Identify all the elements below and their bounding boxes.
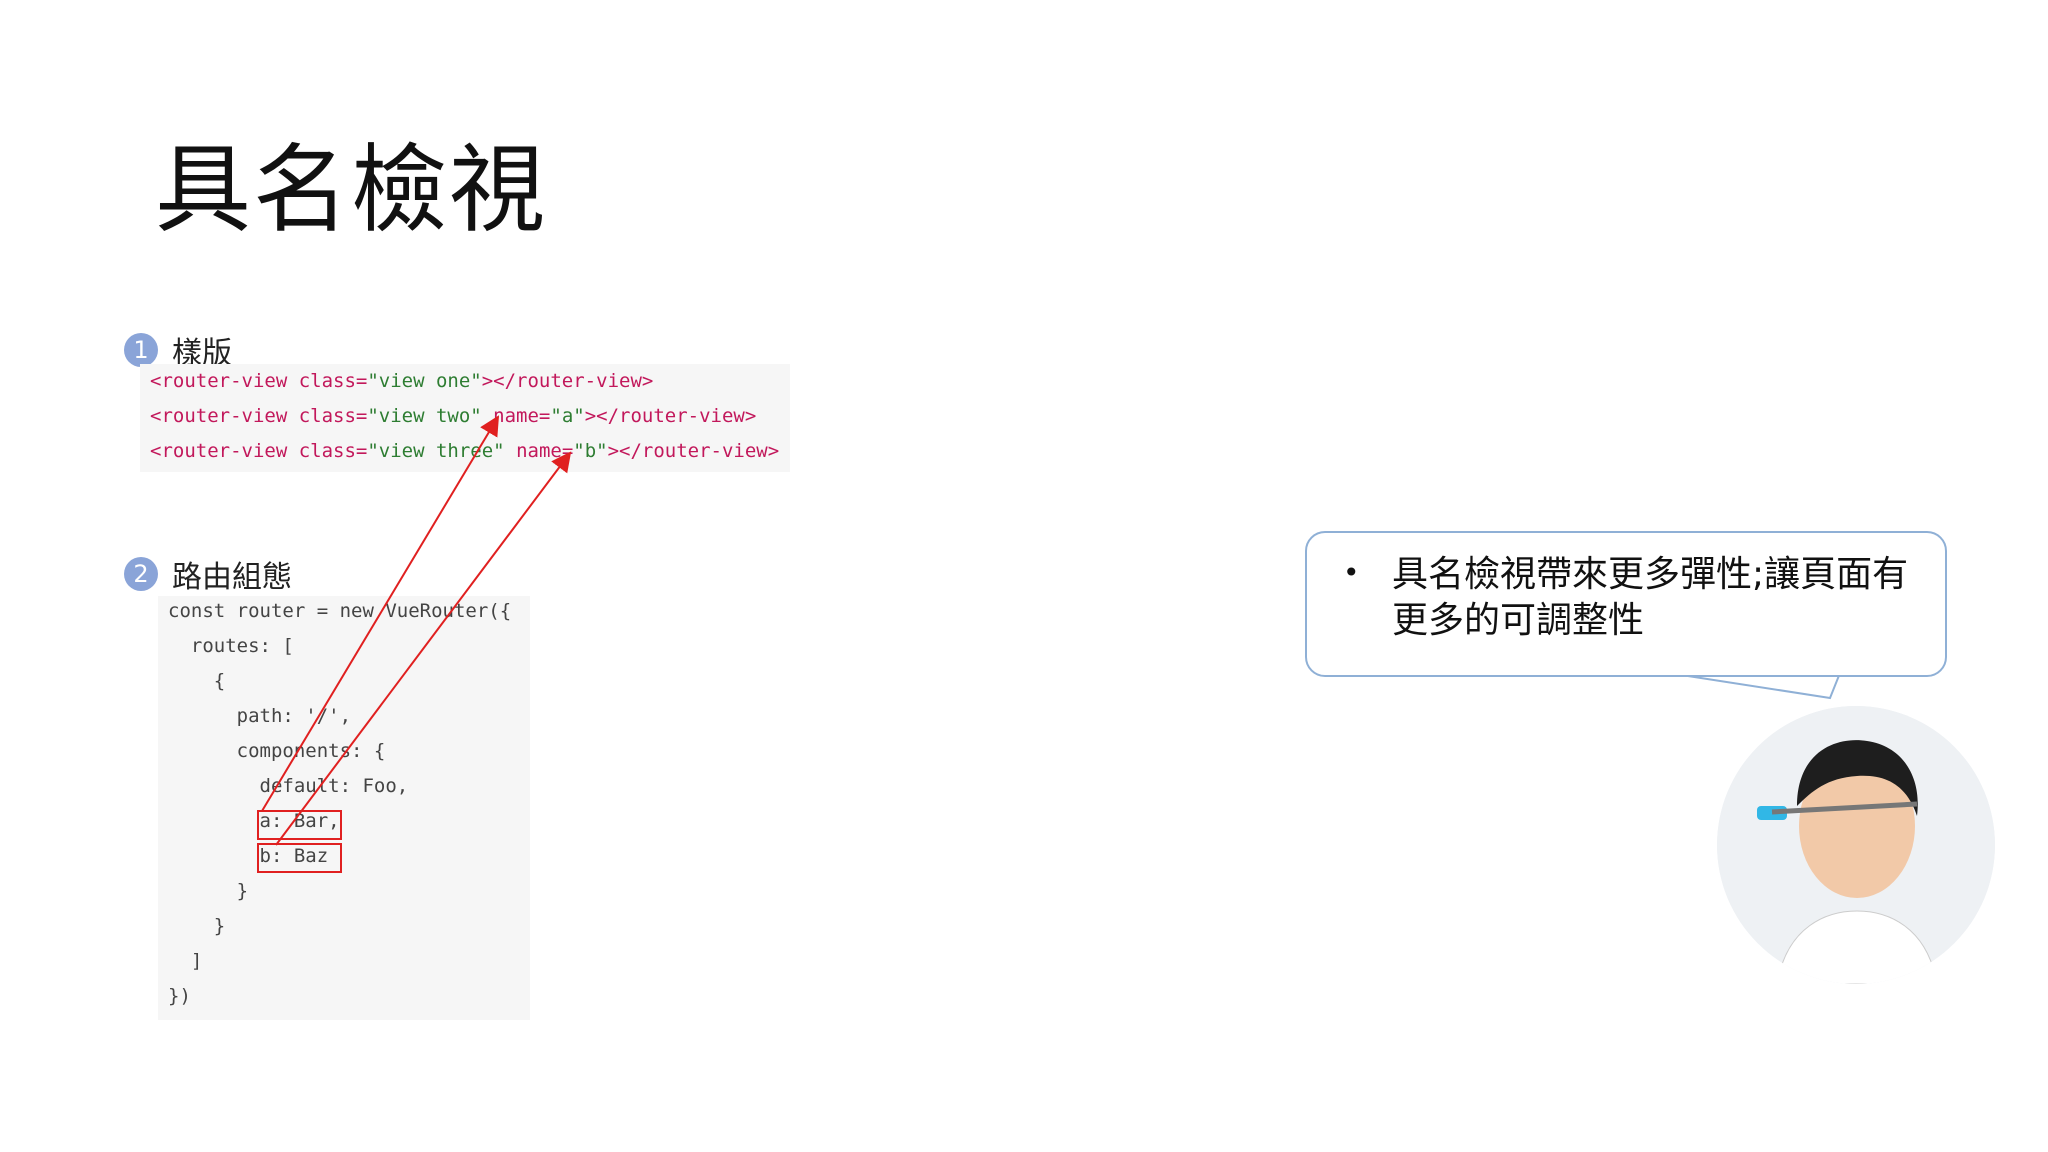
section-number-badge: 1 bbox=[124, 333, 158, 367]
config-code-line: } bbox=[168, 915, 226, 937]
config-code-line: } bbox=[168, 880, 249, 902]
slide-title: 具名檢視 bbox=[155, 134, 547, 246]
config-code-line: }) bbox=[168, 985, 191, 1007]
config-code-line: { bbox=[168, 670, 226, 692]
speech-bubble-text: 具名檢視帶來更多彈性;讓頁面有更多的可調整性 bbox=[1392, 554, 1909, 641]
bullet-icon: • bbox=[1343, 556, 1360, 589]
config-code-line: b: Baz bbox=[168, 845, 329, 867]
section-number-badge: 2 bbox=[124, 557, 158, 591]
config-code-line: ] bbox=[168, 950, 203, 972]
template-code-line: <router-view class="view two" name="a"><… bbox=[150, 405, 757, 427]
speech-bubble bbox=[1305, 531, 1947, 677]
template-code-line: <router-view class="view one"></router-v… bbox=[150, 370, 654, 392]
presenter-avatar-icon bbox=[1717, 706, 1995, 984]
